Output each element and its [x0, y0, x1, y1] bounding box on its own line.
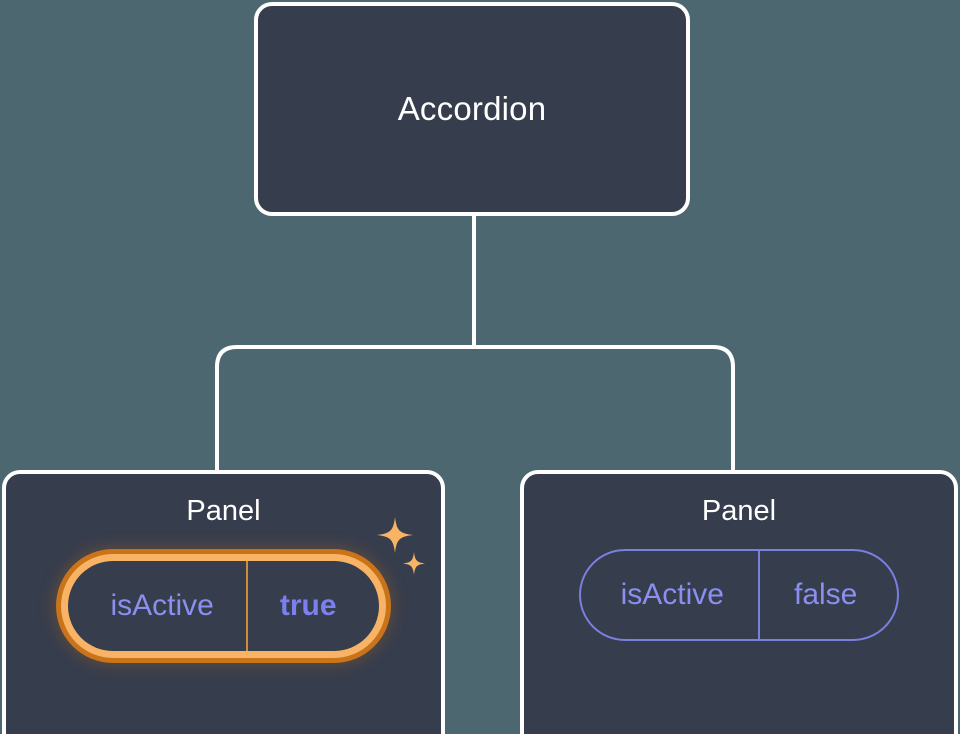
- tree-node-accordion[interactable]: Accordion: [254, 2, 690, 216]
- highlight-ring-outer: isActive true: [56, 548, 391, 663]
- connector-branch-bar: [215, 345, 735, 470]
- highlight-ring-inner: isActive true: [61, 553, 386, 658]
- prop-value: true: [245, 560, 379, 651]
- tree-node-panel-highlighted[interactable]: Panel isActive true: [2, 470, 445, 734]
- tree-node-panel-plain[interactable]: Panel isActive false: [520, 470, 958, 734]
- prop-pill-wrapper: isActive true: [56, 516, 425, 663]
- node-label: Accordion: [397, 90, 547, 127]
- prop-value: false: [757, 550, 897, 639]
- prop-name: isActive: [620, 577, 724, 611]
- prop-pill-isactive-false[interactable]: isActive false: [578, 548, 900, 641]
- prop-pill-wrapper: isActive false: [578, 548, 900, 641]
- node-label: Panel: [186, 495, 261, 527]
- node-label: Panel: [701, 495, 777, 527]
- prop-name: isActive: [110, 588, 214, 622]
- prop-pill-isactive-true[interactable]: isActive true: [68, 560, 379, 651]
